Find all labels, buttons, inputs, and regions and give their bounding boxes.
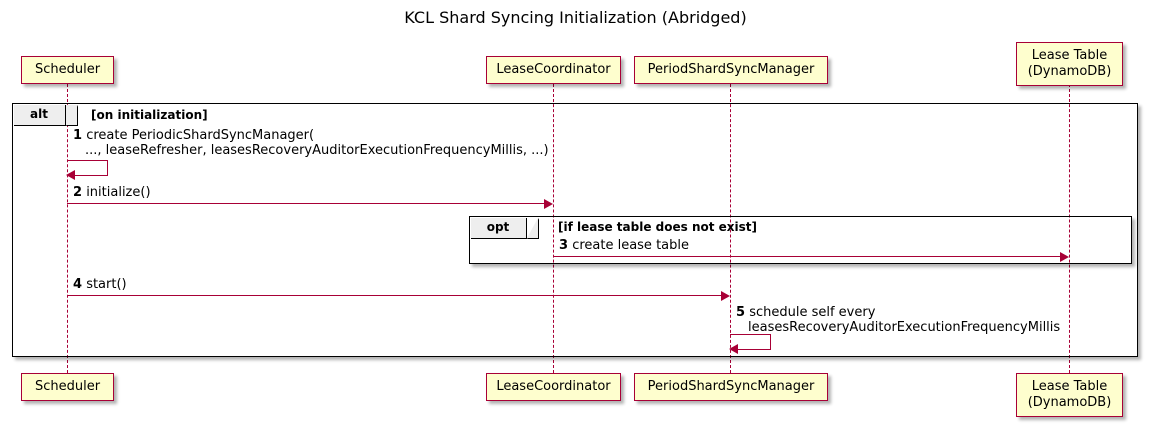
lifeline-scheduler: [67, 84, 68, 373]
message-1-arrow-right: [107, 160, 108, 175]
participant-leasecoordinator-bottom[interactable]: LeaseCoordinator: [486, 373, 621, 401]
participant-label: Scheduler: [34, 379, 101, 394]
message-5-text: 5 schedule self every leasesRecoveryAudi…: [736, 305, 1060, 335]
message-1-label-line2: ..., leaseRefresher, leasesRecoveryAudit…: [85, 143, 549, 158]
message-5-label: schedule self every: [749, 305, 876, 320]
participant-leasetable-top[interactable]: Lease Table (DynamoDB): [1016, 42, 1123, 86]
participant-periodshardsyncmanager-top[interactable]: PeriodShardSyncManager: [634, 56, 828, 84]
message-2-arrowhead: [544, 198, 553, 209]
frame-alt-condition: [on initialization]: [91, 108, 208, 122]
frame-opt-tab: opt: [470, 217, 527, 239]
participant-label: Lease Table: [1031, 48, 1108, 63]
frame-opt-tab-label: opt: [486, 219, 510, 234]
lifeline-periodshardsyncmanager: [730, 84, 731, 373]
message-5-arrow-top: [730, 334, 771, 335]
message-4-text: 4 start(): [73, 277, 127, 292]
message-1-label: create PeriodicShardSyncManager(: [86, 128, 315, 143]
message-4-arrowhead: [721, 290, 730, 301]
participant-scheduler-bottom[interactable]: Scheduler: [21, 373, 114, 401]
frame-alt-tab-notch-fill: [65, 104, 77, 125]
message-3-arrow-line: [553, 256, 1061, 257]
participant-label: LeaseCoordinator: [496, 62, 611, 77]
message-4-arrow-line: [67, 295, 722, 296]
participant-label-secondary: (DynamoDB): [1027, 395, 1112, 410]
message-2-arrow-line: [67, 203, 545, 204]
message-1-arrowhead: [66, 170, 75, 180]
message-5-label-line2: leasesRecoveryAuditorExecutionFrequencyM…: [748, 320, 1061, 335]
frame-alt: [12, 103, 1138, 357]
participant-leasecoordinator-top[interactable]: LeaseCoordinator: [486, 56, 621, 84]
message-4-number: 4: [73, 277, 83, 292]
message-3-text: 3 create lease table: [559, 238, 689, 253]
message-5-arrowhead: [729, 344, 738, 354]
message-3-arrowhead: [1060, 251, 1069, 262]
participant-label: Lease Table: [1031, 379, 1108, 394]
message-5-number: 5: [736, 305, 746, 320]
frame-alt-tab: alt: [13, 104, 66, 126]
message-1-number: 1: [73, 128, 83, 143]
message-2-text: 2 initialize(): [73, 185, 151, 200]
lifeline-leasetable: [1069, 84, 1070, 373]
participant-scheduler-top[interactable]: Scheduler: [21, 56, 114, 84]
page-title: KCL Shard Syncing Initialization (Abridg…: [404, 8, 747, 27]
frame-opt-tab-notch-fill: [526, 217, 538, 238]
participant-label: PeriodShardSyncManager: [647, 379, 815, 394]
message-5-arrow-right: [770, 334, 771, 349]
participant-label-secondary: (DynamoDB): [1027, 64, 1112, 79]
participant-leasetable-bottom[interactable]: Lease Table (DynamoDB): [1016, 373, 1123, 417]
frame-alt-tab-label: alt: [30, 106, 48, 121]
frame-opt-condition: [if lease table does not exist]: [558, 220, 758, 234]
participant-periodshardsyncmanager-bottom[interactable]: PeriodShardSyncManager: [634, 373, 828, 401]
frame-opt: [469, 216, 1132, 264]
message-2-label: initialize(): [86, 185, 151, 200]
message-1-arrow-top: [67, 160, 108, 161]
message-3-label: create lease table: [572, 238, 689, 253]
message-3-number: 3: [559, 238, 569, 253]
message-4-label: start(): [86, 277, 127, 292]
participant-label: Scheduler: [34, 62, 101, 77]
participant-label: LeaseCoordinator: [496, 379, 611, 394]
participant-label: PeriodShardSyncManager: [647, 62, 815, 77]
message-1-text: 1 create PeriodicShardSyncManager( ..., …: [73, 128, 549, 158]
message-2-number: 2: [73, 185, 83, 200]
lifeline-leasecoordinator: [553, 84, 554, 373]
message-1-arrow-bottom: [74, 174, 108, 176]
message-5-arrow-bottom: [737, 348, 771, 350]
